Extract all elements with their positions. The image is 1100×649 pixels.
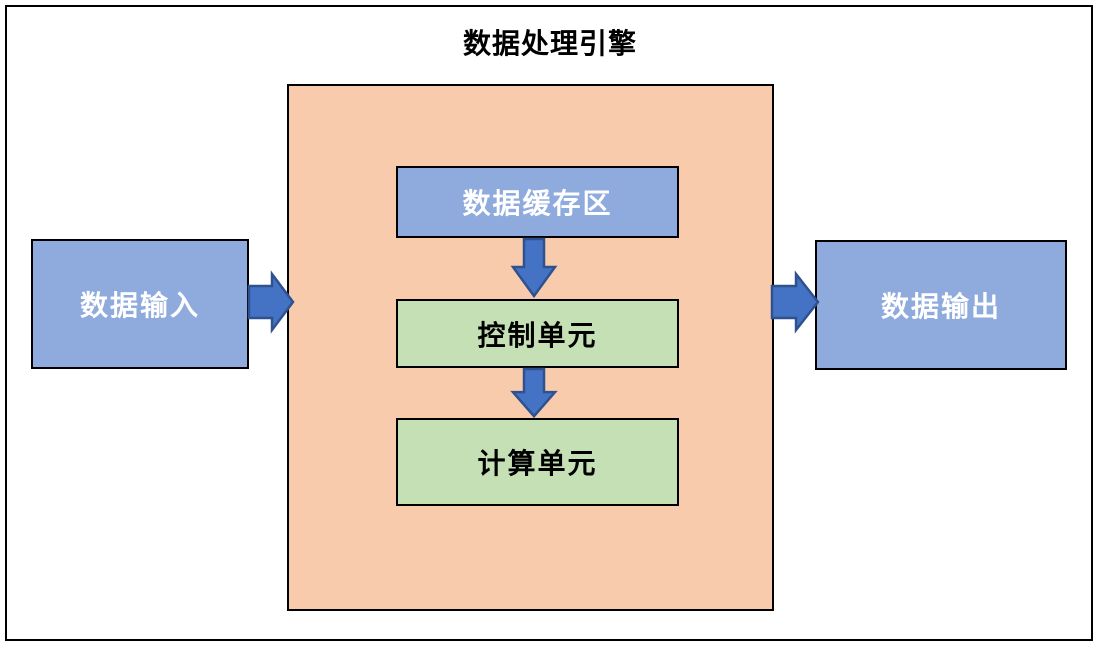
node-data-output-label: 数据输出 bbox=[880, 291, 1001, 322]
node-data-input: 数据输入 bbox=[31, 239, 249, 369]
node-control-unit: 控制单元 bbox=[396, 299, 679, 368]
down-arrow-icon bbox=[512, 369, 556, 417]
node-control-unit-label: 控制单元 bbox=[477, 319, 598, 351]
node-compute-unit-label: 计算单元 bbox=[477, 448, 598, 479]
outer-border bbox=[5, 5, 1093, 641]
down-arrow-icon bbox=[512, 239, 556, 297]
node-data-buffer: 数据缓存区 bbox=[396, 166, 679, 238]
node-compute-unit: 计算单元 bbox=[396, 418, 679, 506]
right-arrow-icon bbox=[772, 273, 819, 331]
node-data-output: 数据输出 bbox=[815, 240, 1067, 370]
node-data-buffer-label: 数据缓存区 bbox=[462, 188, 613, 219]
diagram-title: 数据处理引擎 bbox=[462, 28, 637, 59]
right-arrow-icon bbox=[249, 273, 294, 331]
node-data-input-label: 数据输入 bbox=[79, 290, 200, 321]
